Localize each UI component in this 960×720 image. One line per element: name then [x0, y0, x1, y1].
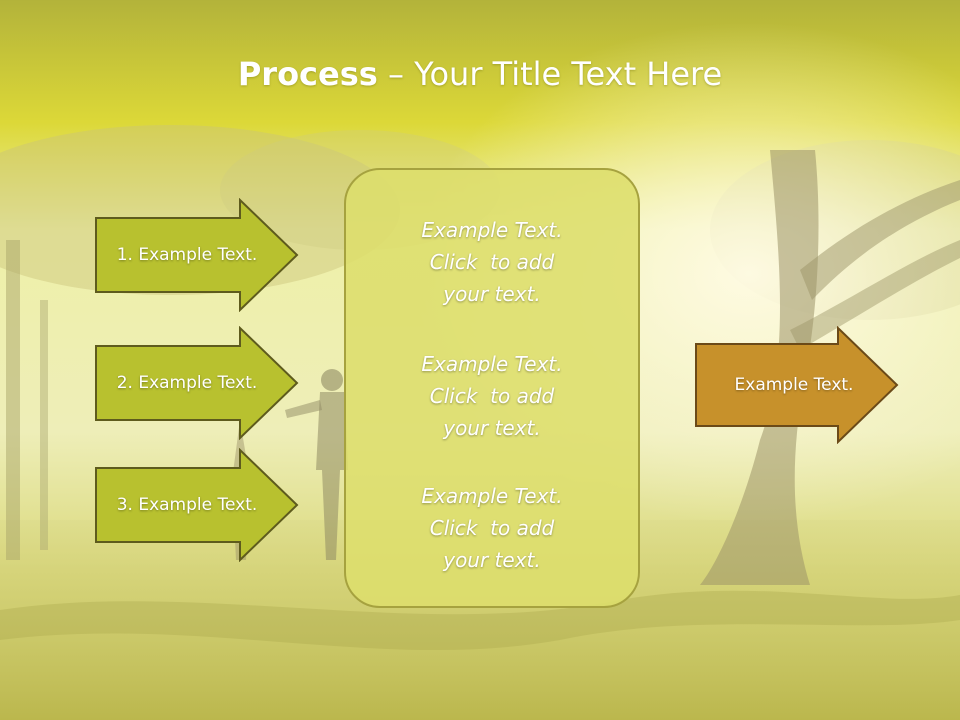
- center-block-3-line-1: Example Text.: [421, 484, 563, 508]
- title-rest: – Your Title Text Here: [377, 55, 723, 93]
- title-bold: Process: [237, 55, 378, 93]
- center-block-3[interactable]: Example Text. Click to add your text.: [346, 480, 638, 576]
- center-text-box[interactable]: Example Text. Click to add your text. Ex…: [344, 168, 640, 608]
- center-block-2-line-1: Example Text.: [421, 352, 563, 376]
- step-arrow-1[interactable]: 1. Example Text.: [94, 198, 300, 312]
- center-block-3-line-3: your text.: [443, 548, 541, 572]
- center-block-1-line-1: Example Text.: [421, 218, 563, 242]
- center-block-2-line-3: your text.: [443, 416, 541, 440]
- arrow-right-icon: [95, 448, 299, 562]
- slide-title: Process – Your Title Text Here: [0, 52, 960, 96]
- arrow-right-icon: [95, 326, 299, 440]
- center-block-2[interactable]: Example Text. Click to add your text.: [346, 348, 638, 444]
- step-label-2: 2. Example Text.: [116, 373, 258, 393]
- center-block-1[interactable]: Example Text. Click to add your text.: [346, 214, 638, 310]
- step-label-1: 1. Example Text.: [116, 245, 258, 265]
- step-arrow-2[interactable]: 2. Example Text.: [94, 326, 300, 440]
- center-block-3-line-2: Click to add: [429, 516, 555, 540]
- center-block-1-line-3: your text.: [443, 282, 541, 306]
- result-label: Example Text.: [734, 375, 854, 395]
- arrow-right-icon: [95, 198, 299, 312]
- arrow-right-icon: [695, 326, 899, 444]
- step-label-3: 3. Example Text.: [116, 495, 258, 515]
- step-arrow-3[interactable]: 3. Example Text.: [94, 448, 300, 562]
- center-block-1-line-2: Click to add: [429, 250, 555, 274]
- center-block-2-line-2: Click to add: [429, 384, 555, 408]
- result-arrow[interactable]: Example Text.: [694, 326, 900, 444]
